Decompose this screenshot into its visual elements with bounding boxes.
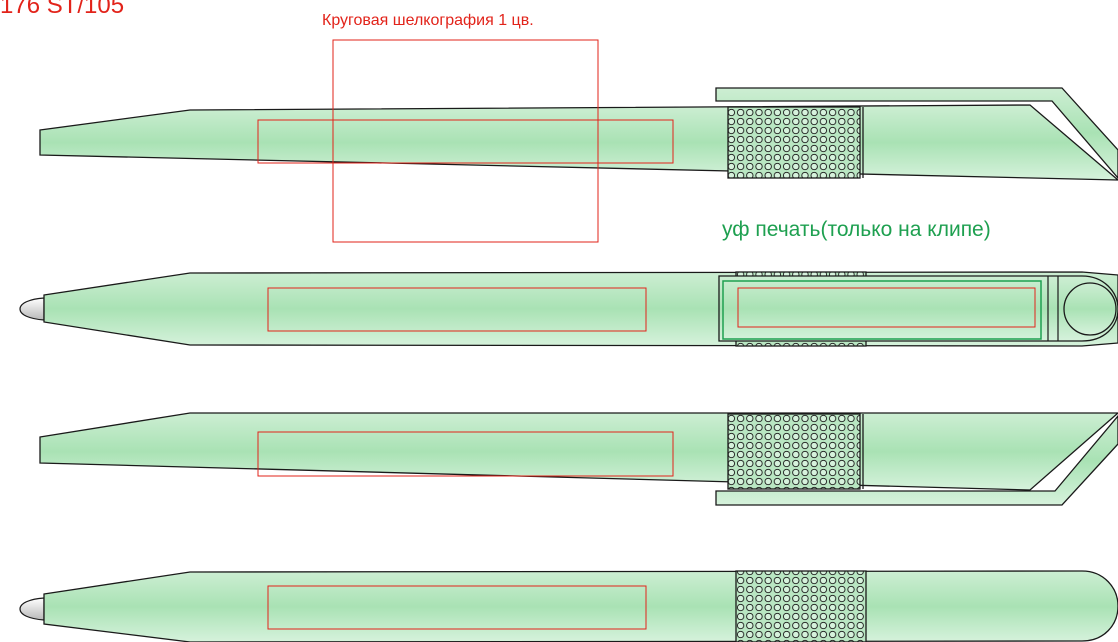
print-area (257, 431, 674, 477)
print-area (267, 287, 647, 332)
pen-view-2 (19, 271, 1118, 347)
pen-view-3 (39, 412, 1118, 506)
pen-body (43, 570, 1118, 642)
pen-tip (19, 597, 45, 621)
grip-pattern (735, 570, 867, 642)
print-area (267, 585, 647, 630)
silkscreen-label: Круговая шелкография 1 цв. (322, 12, 534, 29)
pen-view-4 (19, 570, 1118, 642)
pen-body (39, 104, 1118, 181)
clip-ring (1063, 282, 1117, 336)
pen-clip (715, 414, 1118, 506)
grip-pattern (727, 413, 861, 490)
grip-pattern (727, 106, 861, 179)
uv-print-label: уф печать(только на клипе) (722, 218, 991, 241)
pen-body (39, 412, 1118, 491)
pen-clip (715, 87, 1118, 179)
model-label: 176 ST/105 (0, 0, 125, 19)
print-area (737, 287, 1036, 328)
silkscreen-zone (332, 39, 599, 243)
pen-view-1 (39, 39, 1118, 243)
print-area (257, 119, 674, 164)
uv-print-area (722, 280, 1042, 340)
pen-tip (19, 297, 45, 321)
